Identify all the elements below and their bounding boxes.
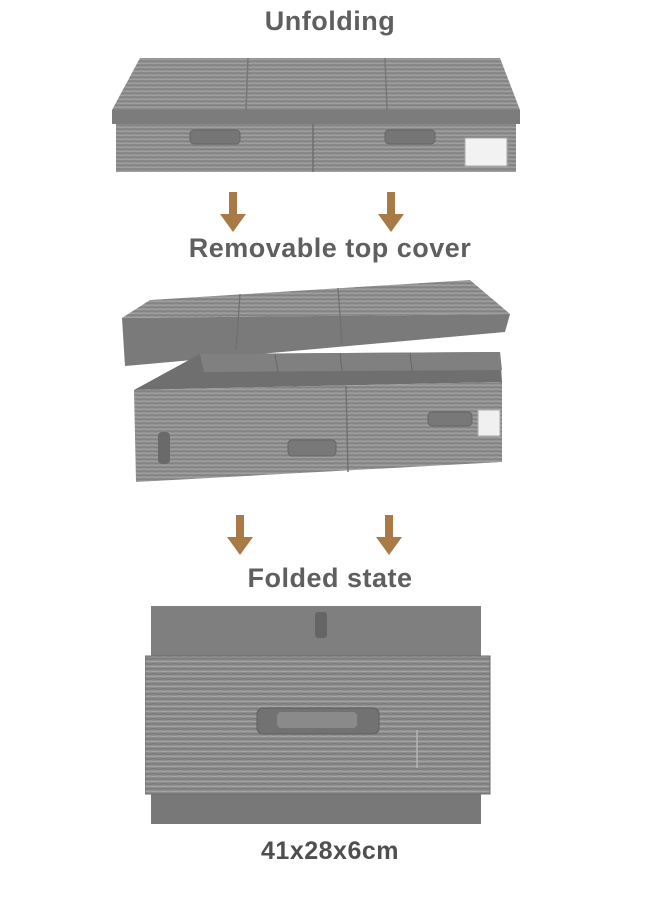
closed-box-image	[112, 57, 520, 172]
folded-state-title: Folded state	[247, 563, 413, 593]
folded-box-image	[145, 606, 491, 824]
down-arrow-icon	[378, 192, 404, 232]
unfolding-title: Unfolding	[264, 6, 396, 36]
removable-top-cover-title: Removable top cover	[188, 233, 472, 263]
down-arrow-icon	[376, 515, 402, 555]
open-box-with-lid-image	[122, 280, 510, 482]
down-arrow-icon	[220, 192, 246, 232]
dimensions-label: 41x28x6cm	[261, 837, 399, 865]
down-arrow-icon	[227, 515, 253, 555]
